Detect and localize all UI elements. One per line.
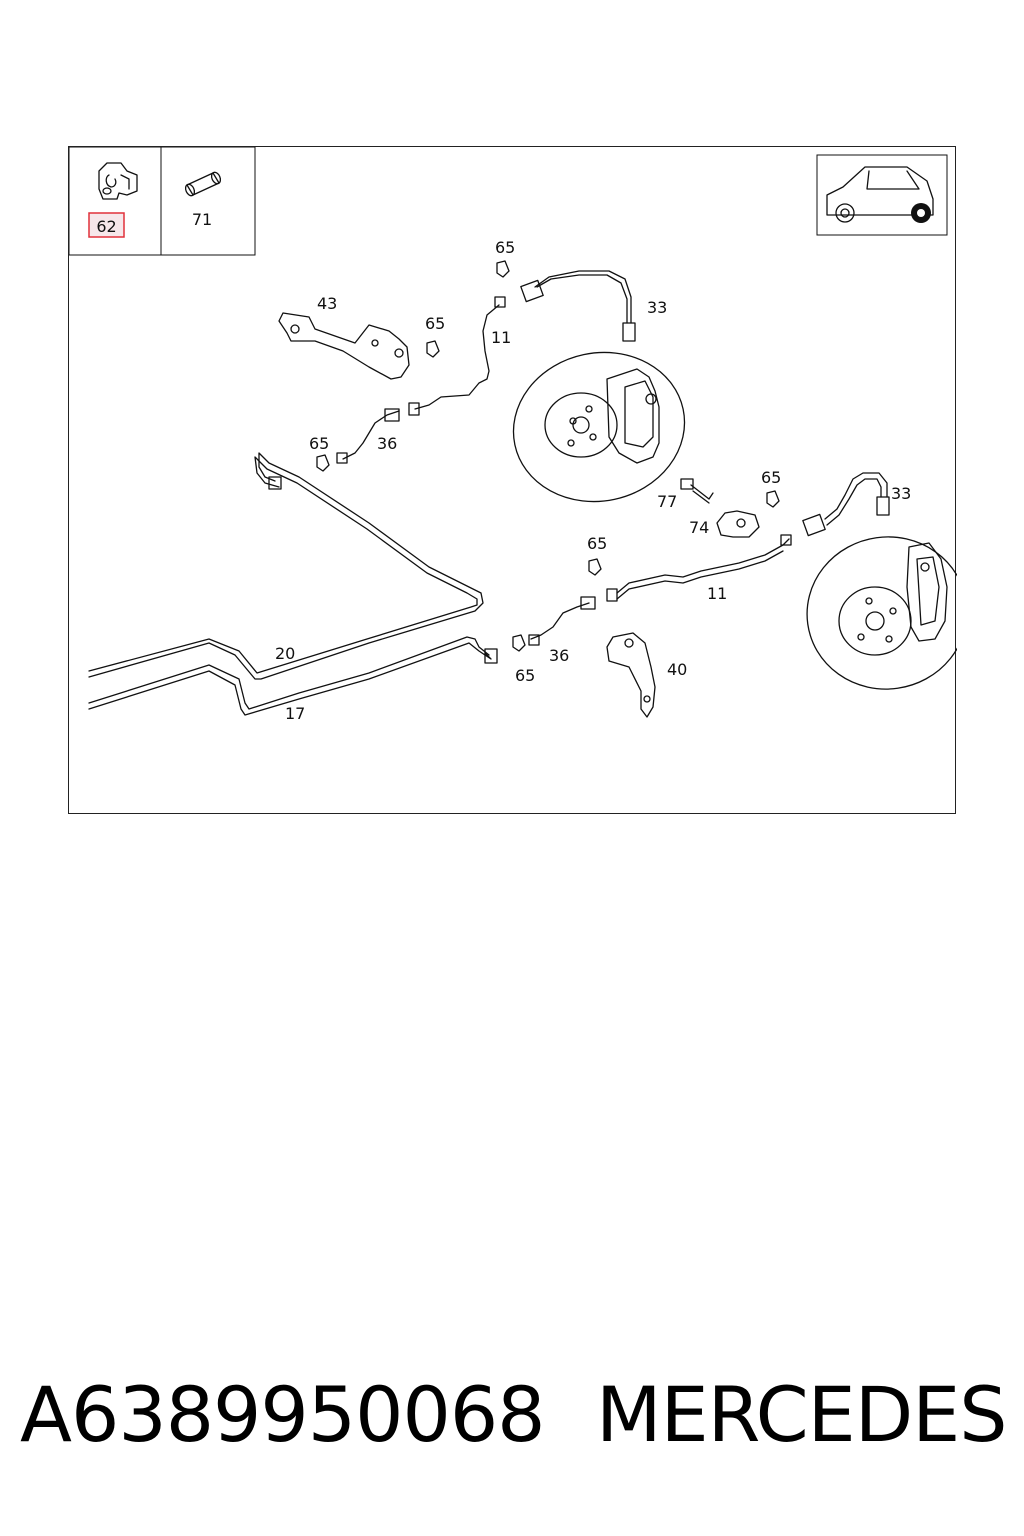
callout-77: 77 bbox=[657, 492, 677, 511]
brake-line-diagram: 62 71 bbox=[69, 147, 957, 723]
bolt-77 bbox=[680, 478, 714, 504]
callout-17: 17 bbox=[285, 704, 305, 723]
callout-33-lower: 33 bbox=[891, 484, 911, 503]
brake-pipe-11-lower bbox=[616, 538, 790, 594]
brake-disc-upper bbox=[512, 351, 686, 503]
brake-hose-33-lower bbox=[824, 472, 888, 520]
legend-cell-71 bbox=[160, 147, 256, 256]
callout-74: 74 bbox=[689, 518, 709, 537]
vehicle-location-icon bbox=[816, 154, 948, 236]
clip-65-a bbox=[426, 340, 440, 358]
bracket-74 bbox=[716, 510, 760, 538]
brand-name: MERCEDES bbox=[596, 1370, 1007, 1459]
clip-65-f bbox=[512, 634, 526, 652]
clip-part-icon bbox=[98, 162, 138, 200]
callout-43: 43 bbox=[317, 294, 337, 313]
callout-36-upper: 36 bbox=[377, 434, 397, 453]
callout-33-upper: 33 bbox=[647, 298, 667, 317]
bracket-40 bbox=[606, 632, 656, 718]
brake-caliper-upper bbox=[606, 368, 660, 464]
footer-caption: A6389950068 MERCEDES bbox=[0, 1370, 1024, 1470]
callout-36-lower: 36 bbox=[549, 646, 569, 665]
brake-hose-36-upper bbox=[342, 410, 400, 460]
parts-diagram-frame: 62 71 bbox=[68, 146, 957, 814]
callout-11-upper: 11 bbox=[491, 328, 511, 347]
callout-65-d: 65 bbox=[761, 468, 781, 487]
clip-65-e bbox=[588, 558, 602, 576]
callout-65-c: 65 bbox=[309, 434, 329, 453]
sleeve-part-icon bbox=[184, 171, 222, 197]
brake-caliper-lower bbox=[906, 542, 948, 642]
clip-65-b bbox=[496, 260, 510, 278]
callout-65-e: 65 bbox=[587, 534, 607, 553]
brake-hose-33-upper bbox=[534, 270, 632, 324]
brake-disc-lower bbox=[806, 536, 957, 690]
clip-65-d bbox=[766, 490, 780, 508]
callout-11-lower: 11 bbox=[707, 584, 727, 603]
brake-hose-36-lower bbox=[530, 602, 590, 640]
brake-pipe-11-upper bbox=[414, 304, 500, 410]
brake-pipe-17 bbox=[88, 642, 492, 716]
callout-40: 40 bbox=[667, 660, 687, 679]
callout-20: 20 bbox=[275, 644, 295, 663]
bracket-43 bbox=[278, 312, 410, 380]
clip-65-c bbox=[316, 454, 330, 472]
callout-62: 62 bbox=[96, 217, 116, 236]
highlight-box bbox=[88, 212, 125, 238]
callout-71: 71 bbox=[192, 210, 212, 229]
legend-boxes: 62 71 bbox=[69, 147, 256, 256]
part-number: A6389950068 bbox=[20, 1370, 546, 1459]
callout-65-f: 65 bbox=[515, 666, 535, 685]
callout-65-a: 65 bbox=[425, 314, 445, 333]
brake-pipe-20 bbox=[88, 452, 484, 680]
callout-65-b: 65 bbox=[495, 238, 515, 257]
